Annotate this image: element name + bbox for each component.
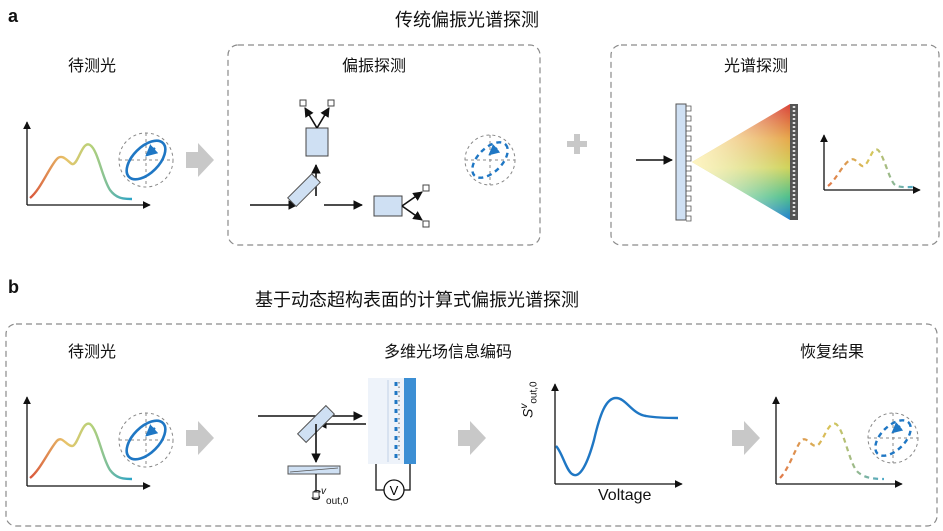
spectrum-plot-b bbox=[23, 396, 151, 490]
flow-arrow-b1 bbox=[186, 421, 214, 455]
polarization-box bbox=[227, 44, 541, 246]
measured-light-label-b: 待测光 bbox=[68, 342, 117, 361]
flow-arrow-b2 bbox=[458, 421, 486, 455]
spectrometer-setup bbox=[636, 103, 798, 222]
recovery-title: 恢复结果 bbox=[800, 342, 865, 361]
grating bbox=[675, 103, 687, 221]
beam-splitter-a bbox=[287, 173, 321, 208]
polarization-setup bbox=[250, 99, 430, 228]
plus-icon bbox=[567, 134, 587, 154]
spectral-detection-title: 光谱探测 bbox=[724, 56, 789, 75]
spectrum-plot-a bbox=[23, 121, 151, 209]
polarization-detection-title: 偏振探测 bbox=[342, 56, 407, 75]
recovered-polarization-icon bbox=[867, 412, 919, 464]
voltage-xlabel: Voltage bbox=[598, 487, 652, 504]
encoding-setup bbox=[258, 378, 416, 501]
panel-a-title: 传统偏振光谱探测 bbox=[395, 10, 539, 31]
panel-b-label: b bbox=[8, 277, 19, 297]
encoding-title: 多维光场信息编码 bbox=[384, 342, 513, 361]
polarization-ellipse-icon-a bbox=[118, 132, 174, 188]
analyzer-right bbox=[373, 195, 403, 217]
metasurface bbox=[368, 378, 406, 464]
flow-arrow-a1 bbox=[186, 143, 214, 177]
voltmeter bbox=[383, 479, 405, 501]
panel-a-label: a bbox=[8, 6, 19, 26]
spectrum-plot-a-right bbox=[820, 134, 921, 194]
signal-voltage-plot bbox=[551, 383, 683, 488]
voltmeter-label: V bbox=[390, 483, 399, 498]
polarization-ellipse-icon-b bbox=[118, 412, 174, 468]
panel-b-box bbox=[5, 323, 938, 527]
analyzer-top bbox=[305, 127, 329, 157]
measured-light-label-a: 待测光 bbox=[68, 56, 117, 75]
flow-arrow-b3 bbox=[732, 421, 760, 455]
panel-b-title: 基于动态超构表面的计算式偏振光谱探测 bbox=[255, 290, 579, 311]
polarization-result-icon-a bbox=[464, 134, 516, 186]
recovered-spectrum-plot bbox=[772, 396, 903, 488]
metasurface-electrode bbox=[404, 378, 416, 464]
spectral-box bbox=[610, 44, 940, 246]
